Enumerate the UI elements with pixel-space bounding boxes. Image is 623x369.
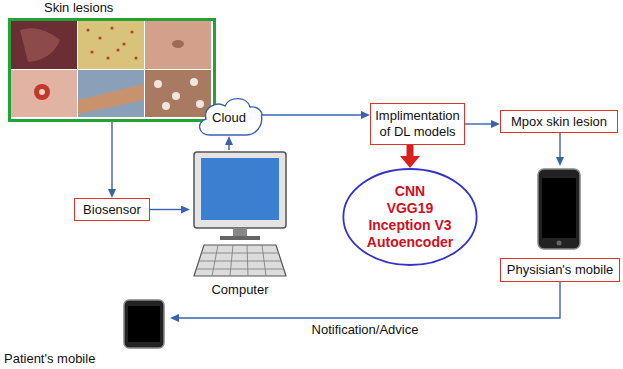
photo-detail <box>86 26 137 59</box>
computer-icon <box>194 152 286 276</box>
node-text: Biosensor <box>83 202 141 218</box>
process-box: Implimentation of DL models <box>370 103 465 145</box>
keyboard <box>194 245 286 276</box>
block-arrow <box>407 145 414 156</box>
node-text: Patient's mobile <box>4 351 95 367</box>
image-frame <box>8 18 216 122</box>
panel-heading: Skin lesions <box>8 0 216 16</box>
node-text: Mpox skin lesion <box>511 114 607 130</box>
lesion-photos <box>11 21 211 117</box>
photo-detail <box>34 84 50 100</box>
node-text: VGG19 <box>387 200 434 217</box>
monitor-base <box>220 236 260 240</box>
mobile-device: Patient's mobile <box>4 298 170 367</box>
keyboard-keys <box>197 245 284 276</box>
photo-detail <box>154 78 204 110</box>
photo-detail <box>172 40 184 48</box>
node-text: CNN <box>395 183 425 200</box>
flow-arrow <box>228 145 229 150</box>
flow-arrow <box>150 209 181 210</box>
model-ellipse: CNNVGG19Inception V3Autoencoder <box>342 168 478 266</box>
phone-screen <box>128 306 160 342</box>
patient-phone <box>124 300 164 348</box>
photo <box>78 70 144 117</box>
cloud-node: Cloud <box>196 94 262 136</box>
photo <box>145 70 211 117</box>
node-text: Cloud <box>212 110 246 126</box>
phone-button <box>557 241 562 246</box>
flow-arrow <box>465 123 491 124</box>
computer-node: Computer <box>190 150 290 298</box>
node-text: Autoencoder <box>367 234 453 251</box>
screen <box>201 158 279 220</box>
flow-arrow <box>262 114 361 115</box>
photo <box>145 21 211 69</box>
ellipse-outline <box>343 169 476 265</box>
monitor <box>194 152 286 228</box>
phone-body <box>124 300 164 348</box>
photo-detail <box>39 89 45 95</box>
phone-body <box>538 169 580 249</box>
physician-phone <box>538 169 580 249</box>
image-panel: Skin lesions <box>8 0 216 122</box>
node-text: Inception V3 <box>368 217 451 234</box>
photo-detail <box>20 28 60 62</box>
phone-screen <box>542 178 576 238</box>
node-text: Implimentation of DL models <box>375 108 460 140</box>
flow-arrow <box>111 122 112 189</box>
flow-arrow <box>559 133 560 157</box>
process-box: Mpox skin lesion <box>500 110 618 133</box>
photo <box>78 21 144 69</box>
node-text: Computer <box>211 282 268 298</box>
edge-label: Notification/Advice <box>309 322 422 338</box>
process-box: Biosensor <box>74 198 150 221</box>
node-text: Physisian's mobile <box>500 258 620 282</box>
photo <box>11 21 77 69</box>
photo <box>11 70 77 117</box>
flow-arrow <box>179 282 560 318</box>
monitor-stand <box>233 228 247 236</box>
mobile-device: Physisian's mobile <box>500 166 620 282</box>
photo-detail <box>78 84 144 114</box>
cloud-outline <box>200 99 262 135</box>
